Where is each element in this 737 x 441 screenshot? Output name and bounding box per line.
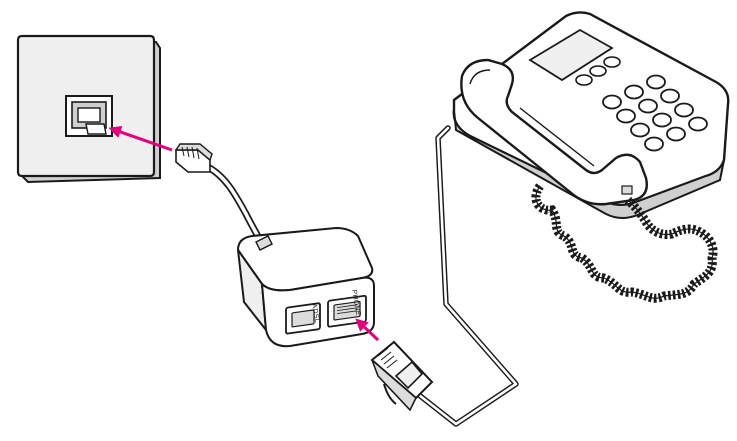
arrow-icon (108, 125, 173, 152)
arrow-icon (355, 318, 380, 342)
adsl-port-label: ADSL (310, 303, 320, 323)
wall-cable-icon (202, 162, 266, 248)
desk-telephone-icon (452, 11, 730, 219)
wall-socket-icon (16, 34, 161, 184)
coiled-cord-icon (531, 183, 718, 303)
phone-line-cable-icon (407, 125, 519, 427)
rj11-plug-icon (174, 143, 213, 173)
keypad (602, 74, 708, 152)
rj11-plug-icon (370, 340, 434, 412)
phone-port-label: PHONE (350, 289, 361, 316)
adsl-splitter-icon: ADSL PHONE (236, 226, 375, 348)
adsl-port (285, 302, 321, 335)
